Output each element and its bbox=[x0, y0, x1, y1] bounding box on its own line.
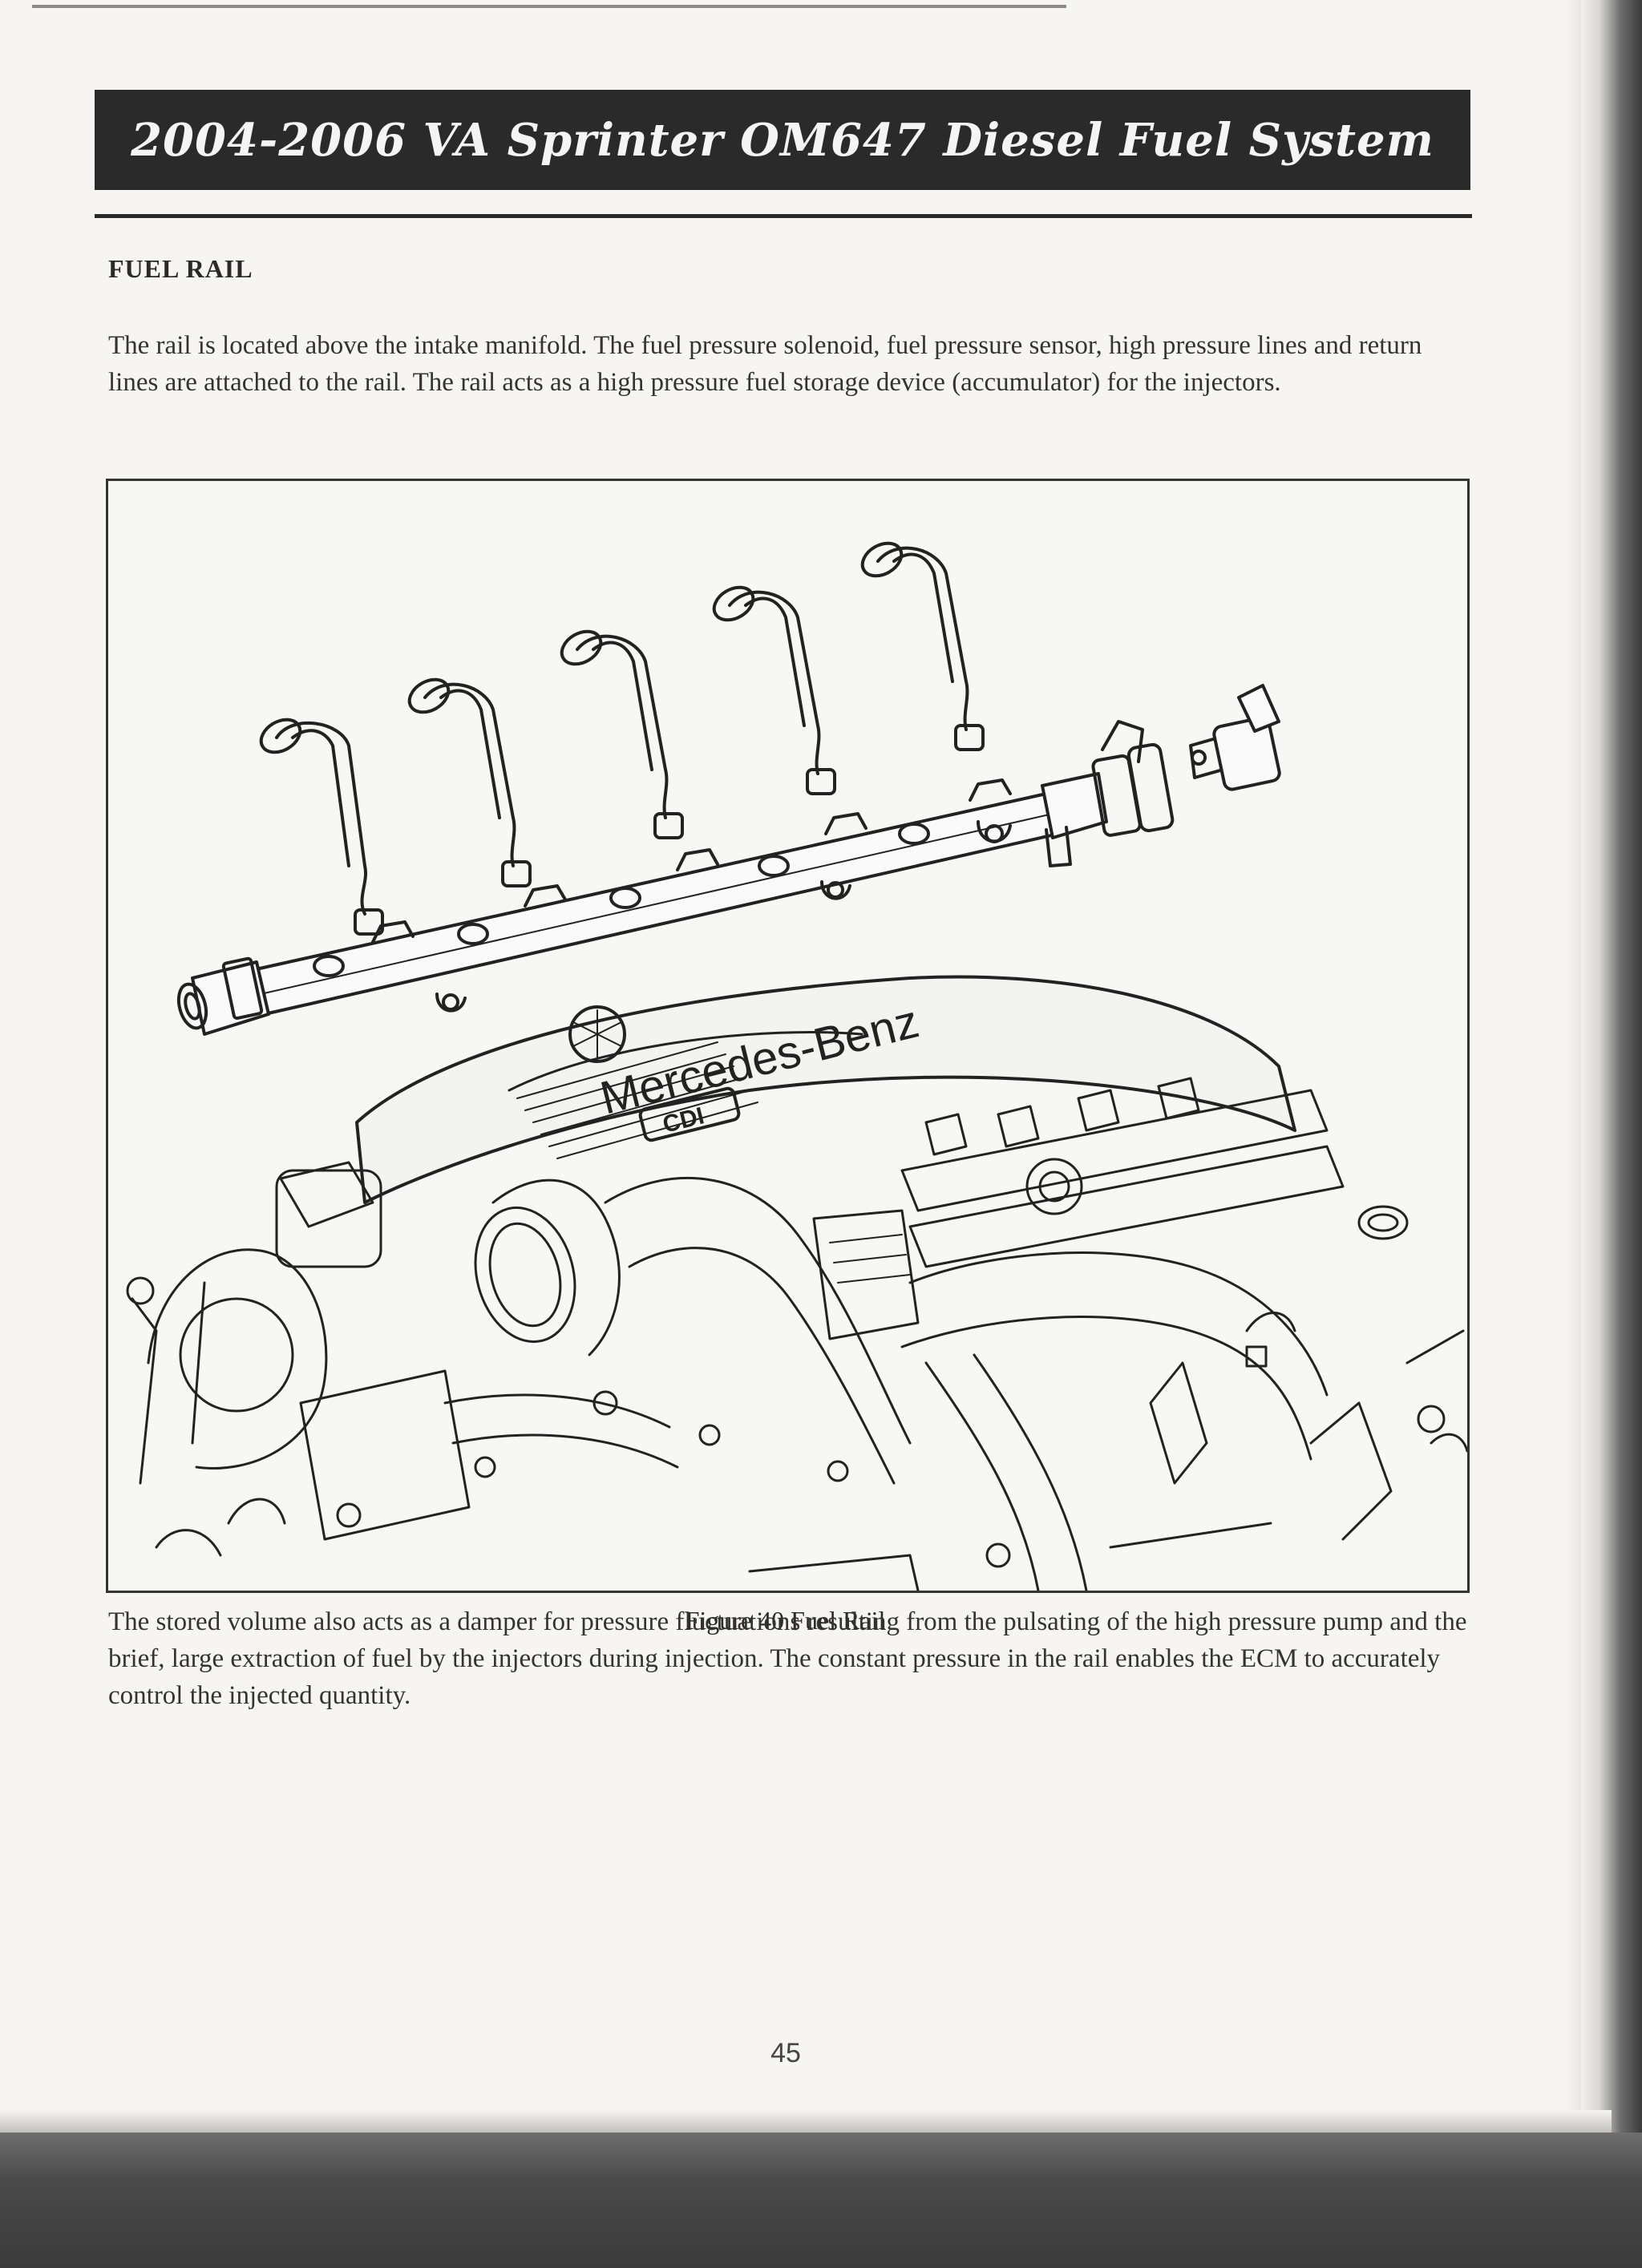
book-spine-shadow bbox=[1581, 0, 1642, 2268]
page-number: 45 bbox=[770, 2038, 801, 2068]
scan-bottom-shadow bbox=[0, 2133, 1642, 2268]
fuel-rail-body bbox=[176, 720, 1175, 1036]
scan-edge-line bbox=[32, 5, 1066, 8]
high-pressure-lines bbox=[259, 541, 985, 936]
header-banner: 2004-2006 VA Sprinter OM647 Diesel Fuel … bbox=[95, 90, 1470, 190]
intro-paragraph: The rail is located above the intake man… bbox=[108, 331, 1422, 397]
document-title: 2004-2006 VA Sprinter OM647 Diesel Fuel … bbox=[131, 113, 1434, 167]
figure-caption: Figure 40 Fuel Rail bbox=[685, 1606, 886, 1635]
body-paragraph: The stored volume also acts as a damper … bbox=[108, 1607, 1467, 1710]
engine-block bbox=[126, 1077, 1467, 1591]
engine-cover: Mercedes-Benz CDI bbox=[355, 975, 1296, 1204]
page-gutter-shade bbox=[1565, 0, 1583, 2268]
section-heading: FUEL RAIL bbox=[108, 254, 253, 283]
fuel-rail-illustration: Mercedes-Benz CDI bbox=[126, 541, 1467, 1591]
figure-fuel-rail: Mercedes-Benz CDI bbox=[106, 479, 1470, 1593]
fuel-pressure-sensor bbox=[1189, 684, 1281, 791]
page-bottom-shade bbox=[0, 2110, 1612, 2134]
header-divider bbox=[95, 214, 1472, 218]
